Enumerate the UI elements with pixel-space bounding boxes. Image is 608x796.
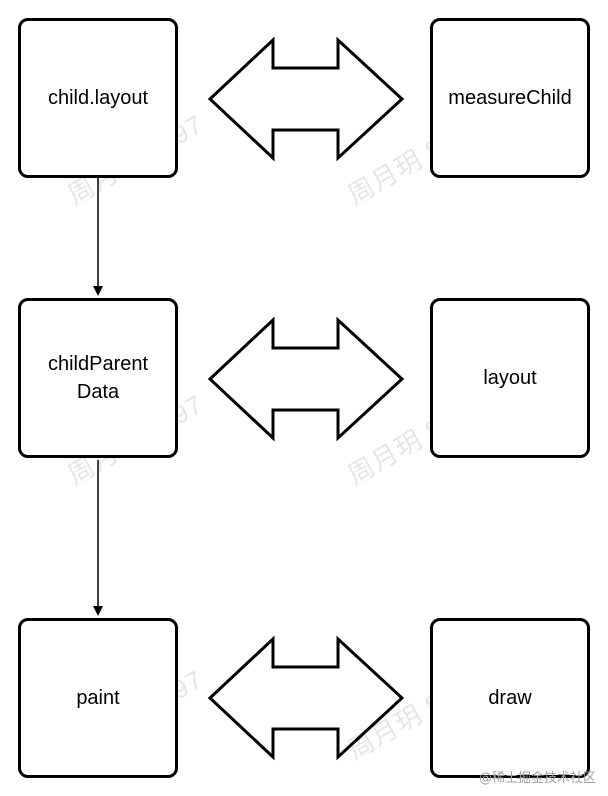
node-label: layout <box>483 367 537 389</box>
node-label: draw <box>488 687 532 709</box>
node-child-layout: child.layout <box>18 18 178 178</box>
node-measure-child: measureChild <box>430 18 590 178</box>
node-label: measureChild <box>448 87 572 109</box>
node-child-parent-data: childParent Data <box>18 298 178 458</box>
node-layout: layout <box>430 298 590 458</box>
node-label: childParent Data <box>47 353 149 403</box>
double-arrow-row1 <box>207 36 405 162</box>
double-arrow-row3 <box>207 635 405 761</box>
node-label: child.layout <box>47 87 149 109</box>
node-paint: paint <box>18 618 178 778</box>
footer-watermark: @稀土掘金技术社区 <box>478 771 596 786</box>
node-draw: draw <box>430 618 590 778</box>
double-arrow-row2 <box>207 316 405 442</box>
node-label: paint <box>76 687 120 709</box>
